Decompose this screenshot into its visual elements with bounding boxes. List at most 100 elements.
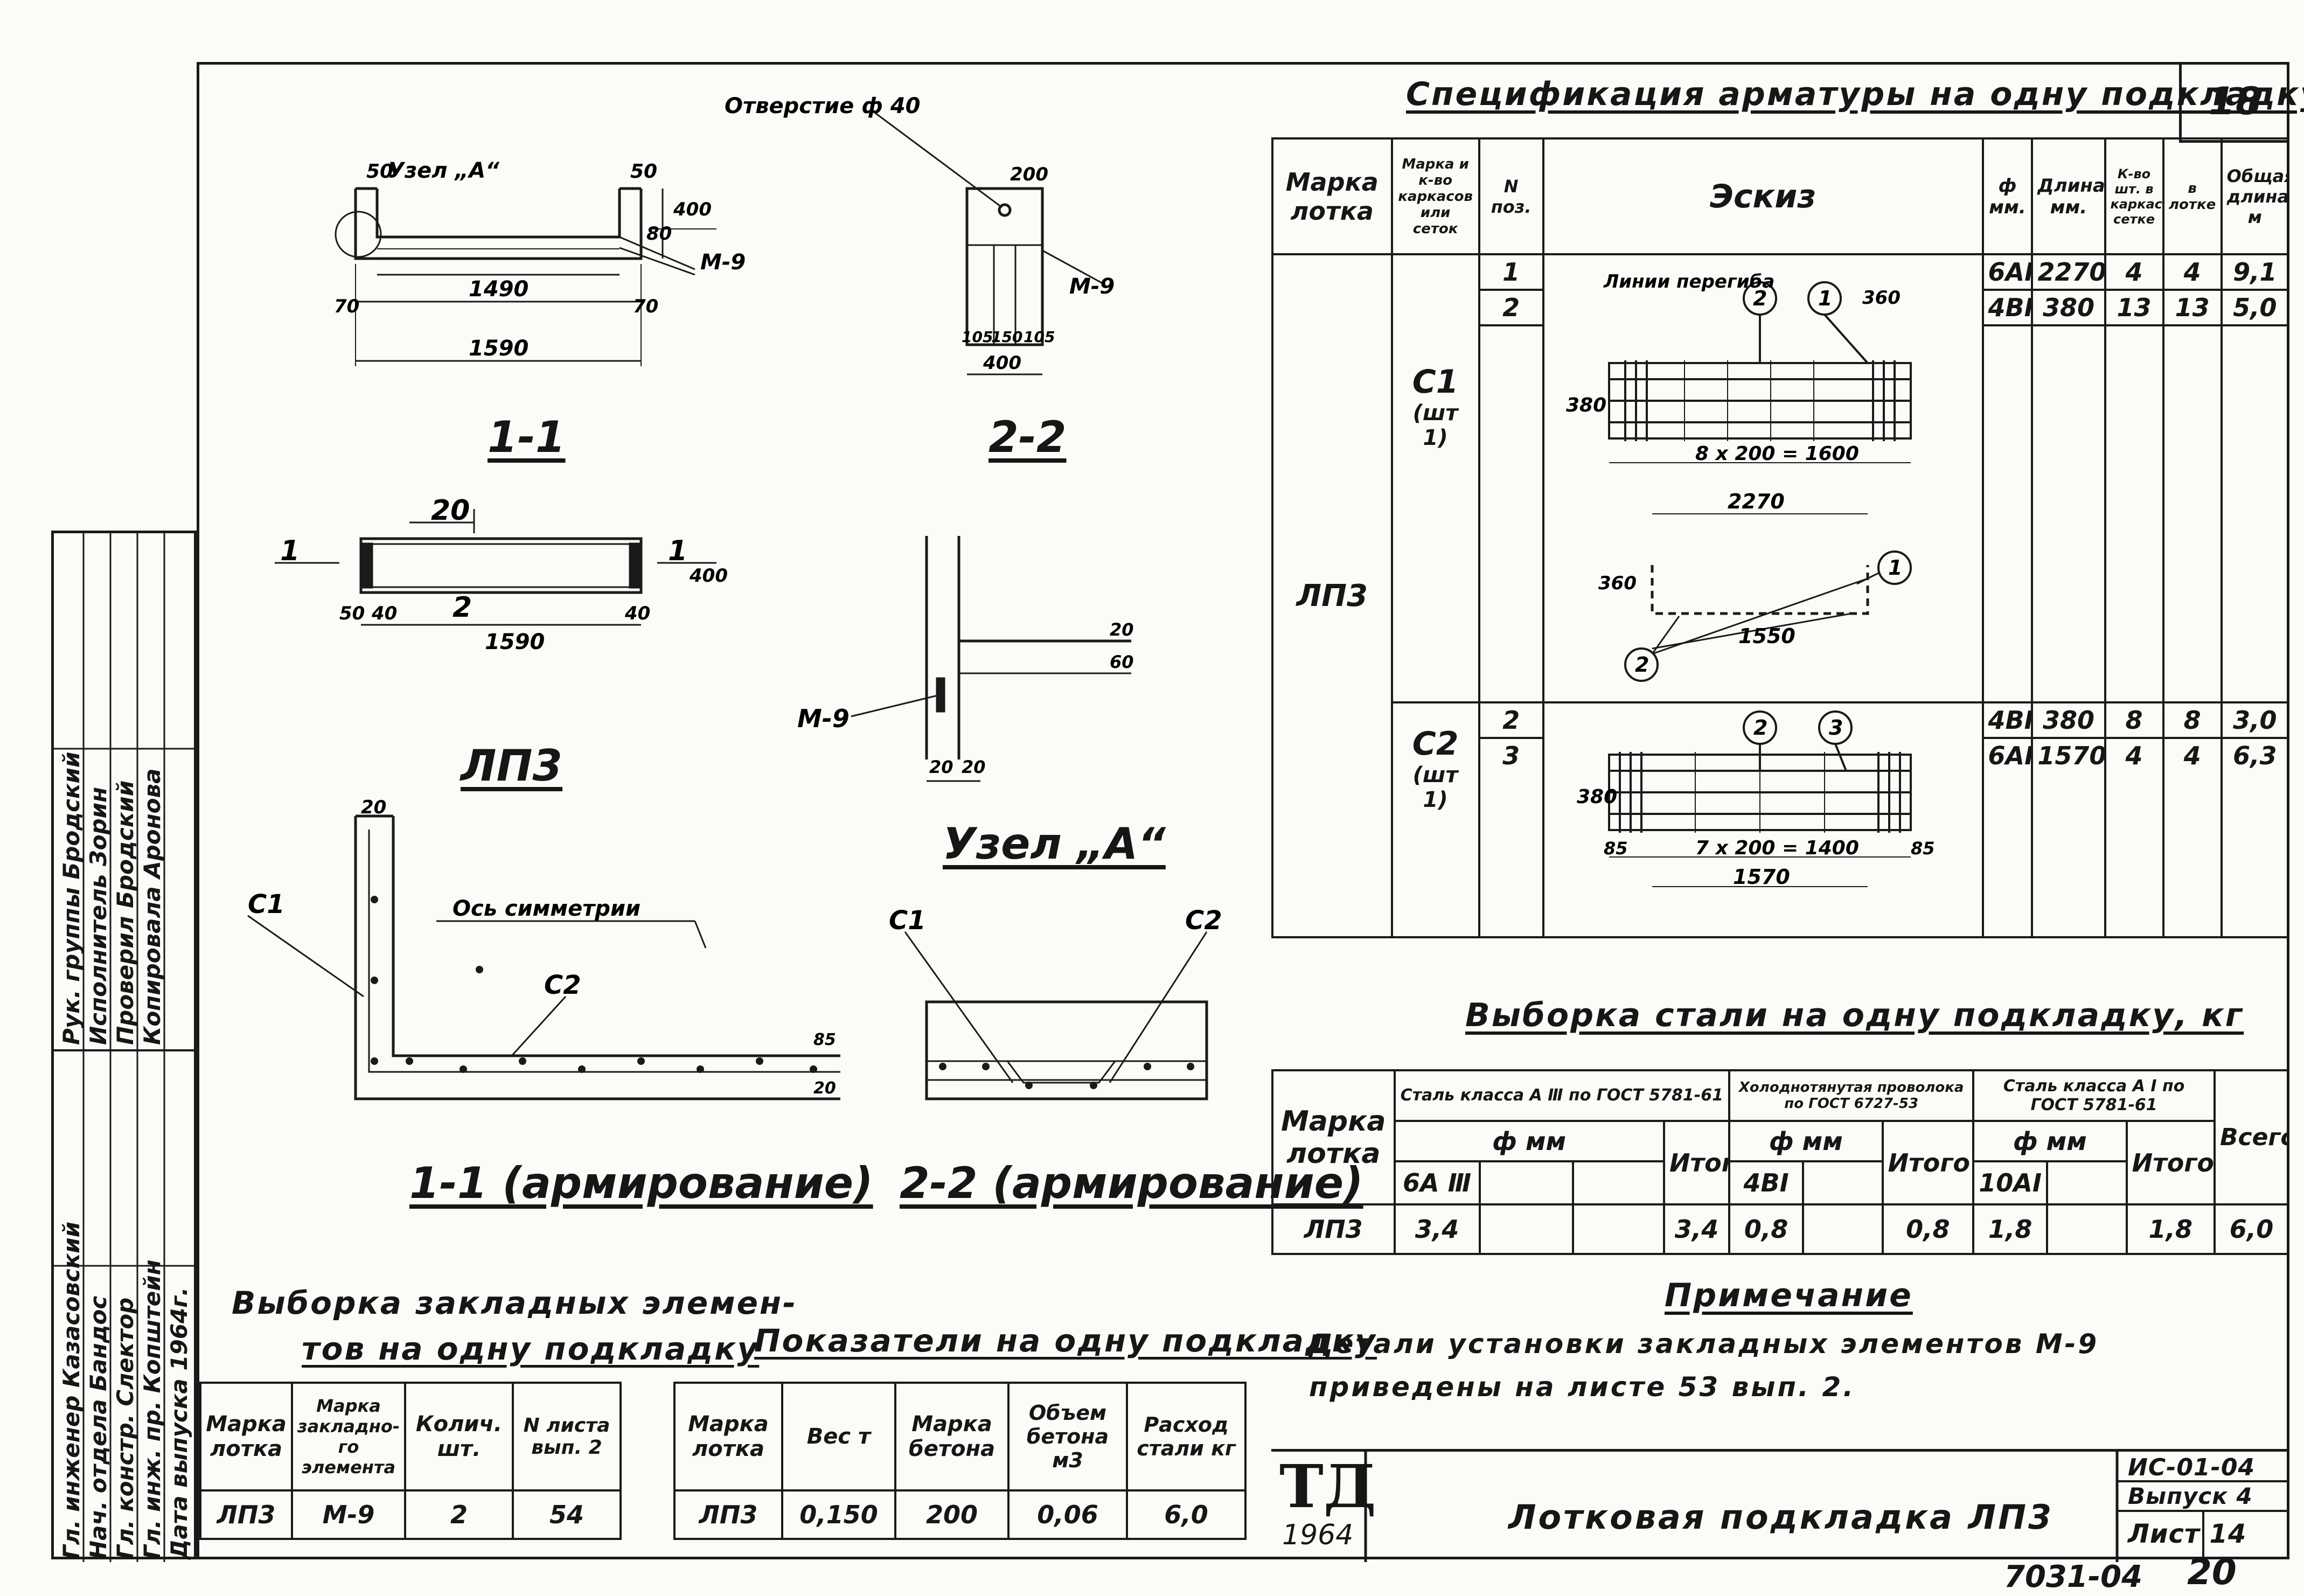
m9-label-1: М-9 (700, 250, 746, 275)
spec-row: С2(шт 1) 2 2 3 380 7 x 200 = 1400 (1272, 701, 2290, 938)
c2-85-right: 85 (1911, 838, 1935, 859)
dim-400-22: 400 (983, 352, 1021, 374)
spec-h-pos: N поз. (1478, 137, 1544, 255)
steel-cell: 1,8 (1972, 1203, 2049, 1255)
c1-pos1-marker-b: 1 (1888, 556, 1902, 580)
spec-cell: 3 (1478, 737, 1544, 938)
ind-cell: 0,06 (1007, 1489, 1128, 1540)
spec-cell: 4 (2104, 737, 2164, 938)
issue-label: Выпуск 4 (2128, 1483, 2253, 1509)
stamp-row-8: Проверил Бродский (112, 780, 138, 1045)
stamp-row-4: Гл. инж. пр. Копштейн (139, 1259, 165, 1559)
steel-row: ЛП3 3,4 3,4 0,8 0,8 1,8 1,8 6,0 (1271, 1203, 2290, 1255)
spec-cell: 4 (2162, 737, 2223, 938)
steel-title: Выборка стали на одну подкладку, кг (1465, 996, 2244, 1034)
c1-len: 2270 (1728, 490, 1785, 513)
steel-fmm-3: ф мм (1972, 1119, 2128, 1163)
emb-h-mark: Марка лотка (199, 1382, 293, 1492)
dim-20-e: 20 (813, 1079, 836, 1098)
emb-cell: М-9 (291, 1489, 406, 1540)
steel-fmm-2: ф мм (1728, 1119, 1884, 1163)
c1-sketch: 2 1 Линии перегиба 360 8 x 200 = 1600 22… (1566, 271, 1912, 682)
c2-label-2: С2 (1185, 905, 1222, 936)
c1-label-1: С1 (248, 889, 285, 919)
embedded-title-1: Выборка закладных элемен- (232, 1285, 798, 1321)
side-view-drawing: М-9 20 20 20 60 (797, 536, 1134, 782)
title-block-lines (1364, 1452, 2289, 1562)
embedded-row: ЛП3 М-9 2 54 (199, 1489, 622, 1540)
steel-h-mark: Марка лотка (1271, 1069, 1396, 1206)
emb-cell: ЛП3 (199, 1489, 293, 1540)
bend-lines-label: Линии перегиба (1603, 271, 1774, 292)
steel-cell: 0,8 (1881, 1203, 1975, 1255)
steel-cell: 3,4 (1662, 1203, 1731, 1255)
spec-row: 2 4ВⅠ 380 13 13 5,0 (1272, 289, 2290, 326)
ind-h-mark: Марка лотка (673, 1382, 783, 1492)
c1-width: 380 (1566, 394, 1606, 416)
logo-year: 1964 (1282, 1519, 1354, 1551)
spec-cell: 2 (1478, 701, 1544, 739)
reinforcement-1-1-drawing: С1 С2 Ось симметрии 20 85 20 (247, 797, 840, 1100)
spec-cell: 13 (2104, 289, 2164, 326)
spec-cell: 4 (2104, 253, 2164, 291)
steel-d3: 10АⅠ (1972, 1160, 2049, 1206)
spec-cell: 4ВⅠ (1981, 289, 2034, 326)
emb-cell: 54 (512, 1489, 622, 1540)
steel-h-g2: Холоднотянутая проволока по ГОСТ 6727-53 (1728, 1069, 1975, 1122)
dim-50-left: 50 (366, 161, 393, 183)
ind-cell: 6,0 (1126, 1489, 1247, 1540)
indicators-title: Показатели на одну подкладку (754, 1322, 1377, 1359)
plan-drawing: 20 1 1 2 50 40 40 1590 400 (275, 494, 728, 654)
dim-70-left: 70 (334, 296, 359, 317)
stamp-row-5: Дата выпуска 1964г. (166, 1287, 192, 1559)
note-title: Примечание (1665, 1277, 1913, 1314)
ind-cell: 200 (894, 1489, 1010, 1540)
stamp-row-6: Рук. группы Бродский (58, 751, 85, 1045)
series-code: ИС-01-04 (2128, 1454, 2256, 1481)
note-text: Детали установки закладных элементов М-9… (1309, 1328, 2099, 1403)
spec-h-n2: в лотке (2162, 137, 2223, 255)
stamp-lines (54, 533, 199, 1562)
c2-len: 1570 (1733, 865, 1790, 889)
stamp-row-9: Копировала Аронова (139, 768, 165, 1045)
steel-itogo-1: Итого (1662, 1119, 1731, 1206)
c1-pos2-marker-b: 2 (1635, 653, 1649, 677)
ind-cell: 0,150 (781, 1489, 896, 1540)
c1-pos2-marker: 2 (1753, 287, 1767, 310)
spec-spacer-row (1272, 324, 2290, 703)
embedded-title-2: тов на одну подкладку (302, 1330, 760, 1367)
sheet-label: Лист 14 (2128, 1519, 2247, 1549)
steel-d2: 4ВⅠ (1728, 1160, 1805, 1206)
emb-h-el: Марка закладно-го элемента (291, 1382, 406, 1492)
spec-sketch-c1: 2 1 Линии перегиба 360 8 x 200 = 1600 22… (1542, 253, 1984, 703)
ind-h-steel: Расход стали кг (1126, 1382, 1247, 1492)
c2-pos3-marker: 3 (1829, 716, 1843, 740)
dim-20-d: 20 (361, 797, 386, 818)
cut-mark-2-bottom: 2 (453, 591, 472, 624)
dim-105-right: 105 (1024, 328, 1055, 346)
cut-mark-2-top: 20 (431, 494, 470, 527)
section-1-1-title: 1-1 (488, 412, 566, 462)
spec-cell: 4 (2162, 253, 2223, 291)
dim-1490: 1490 (469, 277, 528, 302)
steel-cell: 1,8 (2125, 1203, 2216, 1255)
spec-row: ЛП3 С1(шт 1) 1 (1271, 253, 2290, 938)
spec-h-total: Общая длина м (2220, 137, 2290, 255)
spec-cell: 9,1 (2220, 253, 2290, 291)
steel-table: Марка лотка Сталь класса А Ⅲ по ГОСТ 578… (1271, 1069, 2290, 1255)
c2-label-1: С2 (544, 970, 581, 1000)
spec-cell: 5,0 (2220, 289, 2290, 326)
dim-70-right: 70 (633, 296, 658, 317)
drawing-name: Лотковая подкладка ЛП3 (1508, 1497, 2054, 1537)
node-a-title: Узел „А“ (943, 819, 1166, 869)
spec-table: Марка лотка Марка и к-во каркасов или се… (1271, 137, 2290, 938)
ind-h-concrete: Марка бетона (894, 1382, 1010, 1492)
logo-td: ТД (1279, 1452, 1376, 1521)
ind-h-volume: Объем бетона м3 (1007, 1382, 1128, 1492)
indicators-row: ЛП3 0,150 200 0,06 6,0 (673, 1489, 1247, 1540)
dim-50-plan: 50 (339, 603, 365, 624)
spec-cell: 380 (2031, 289, 2106, 326)
